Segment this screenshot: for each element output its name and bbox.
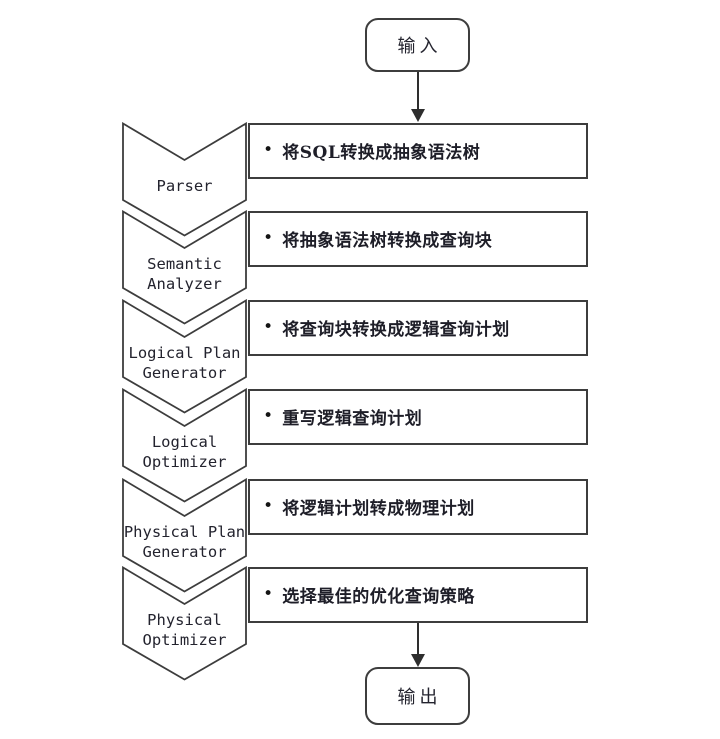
chevron-physical-plan-generator: Physical Plan Generator	[122, 478, 247, 593]
stage-label: Parser	[114, 162, 255, 210]
stage-label-line: Generator	[142, 364, 227, 382]
stage-label-line: Analyzer	[147, 275, 222, 293]
stage-label: Logical Plan Generator	[114, 339, 255, 387]
chevron-logical-optimizer: Logical Optimizer	[122, 388, 247, 503]
stage-label-line: Physical Plan	[123, 523, 246, 541]
chevron-parser: Parser	[122, 122, 247, 237]
bullet-icon: •	[263, 405, 274, 426]
chevron-shape-icon	[122, 299, 247, 414]
stage-label: Semantic Analyzer	[114, 250, 255, 298]
stage-description: 选择最佳的优化查询策略	[282, 586, 475, 607]
flow-start-node: 输入	[365, 18, 470, 72]
arrow-head	[411, 109, 425, 122]
stage-label-line: Logical Plan	[128, 344, 241, 362]
stage-label-line: Generator	[142, 543, 227, 561]
arrow-shaft	[417, 72, 419, 114]
chevron-shape-icon	[122, 388, 247, 503]
bullet-icon: •	[263, 316, 274, 337]
stage-label-line: Physical	[147, 611, 222, 629]
flow-end-label: 输出	[397, 687, 442, 708]
bullet-icon: •	[263, 139, 274, 160]
bullet-icon: •	[263, 227, 274, 248]
stage-description: 将SQL转换成抽象语法树	[282, 142, 481, 163]
stage-label-line: Optimizer	[142, 631, 227, 649]
stage-label: Physical Plan Generator	[114, 518, 255, 566]
chevron-shape-icon	[122, 210, 247, 325]
down-arrow-icon	[410, 623, 426, 667]
bullet-icon: •	[263, 495, 274, 516]
chevron-logical-plan-generator: Logical Plan Generator	[122, 299, 247, 414]
stage-description: 将逻辑计划转成物理计划	[282, 498, 475, 519]
desc-box-semantic-analyzer: • 将抽象语法树转换成查询块	[248, 211, 588, 267]
arrow-shaft	[417, 623, 419, 659]
chevron-physical-optimizer: Physical Optimizer	[122, 566, 247, 681]
stage-label-line: Parser	[156, 177, 213, 195]
desc-box-parser: • 将SQL转换成抽象语法树	[248, 123, 588, 179]
desc-box-physical-optimizer: • 选择最佳的优化查询策略	[248, 567, 588, 623]
stage-label: Logical Optimizer	[114, 428, 255, 476]
stage-label-line: Logical	[151, 433, 218, 451]
stage-description: 重写逻辑查询计划	[282, 408, 423, 429]
chevron-semantic-analyzer: Semantic Analyzer	[122, 210, 247, 325]
desc-box-logical-plan-generator: • 将查询块转换成逻辑查询计划	[248, 300, 588, 356]
chevron-shape-icon	[122, 566, 247, 681]
desc-box-logical-optimizer: • 重写逻辑查询计划	[248, 389, 588, 445]
desc-box-physical-plan-generator: • 将逻辑计划转成物理计划	[248, 479, 588, 535]
stage-label-line: Optimizer	[142, 453, 227, 471]
chevron-shape-icon	[122, 478, 247, 593]
chevron-shape-icon	[122, 122, 247, 237]
down-arrow-icon	[410, 72, 426, 122]
flow-start-label: 输入	[397, 36, 442, 57]
bullet-icon: •	[263, 583, 274, 604]
stage-label: Physical Optimizer	[114, 606, 255, 654]
flow-end-node: 输出	[365, 667, 470, 725]
stage-description: 将抽象语法树转换成查询块	[282, 230, 493, 251]
stage-label-line: Semantic	[147, 255, 222, 273]
arrow-head	[411, 654, 425, 667]
stage-description: 将查询块转换成逻辑查询计划	[282, 319, 510, 340]
